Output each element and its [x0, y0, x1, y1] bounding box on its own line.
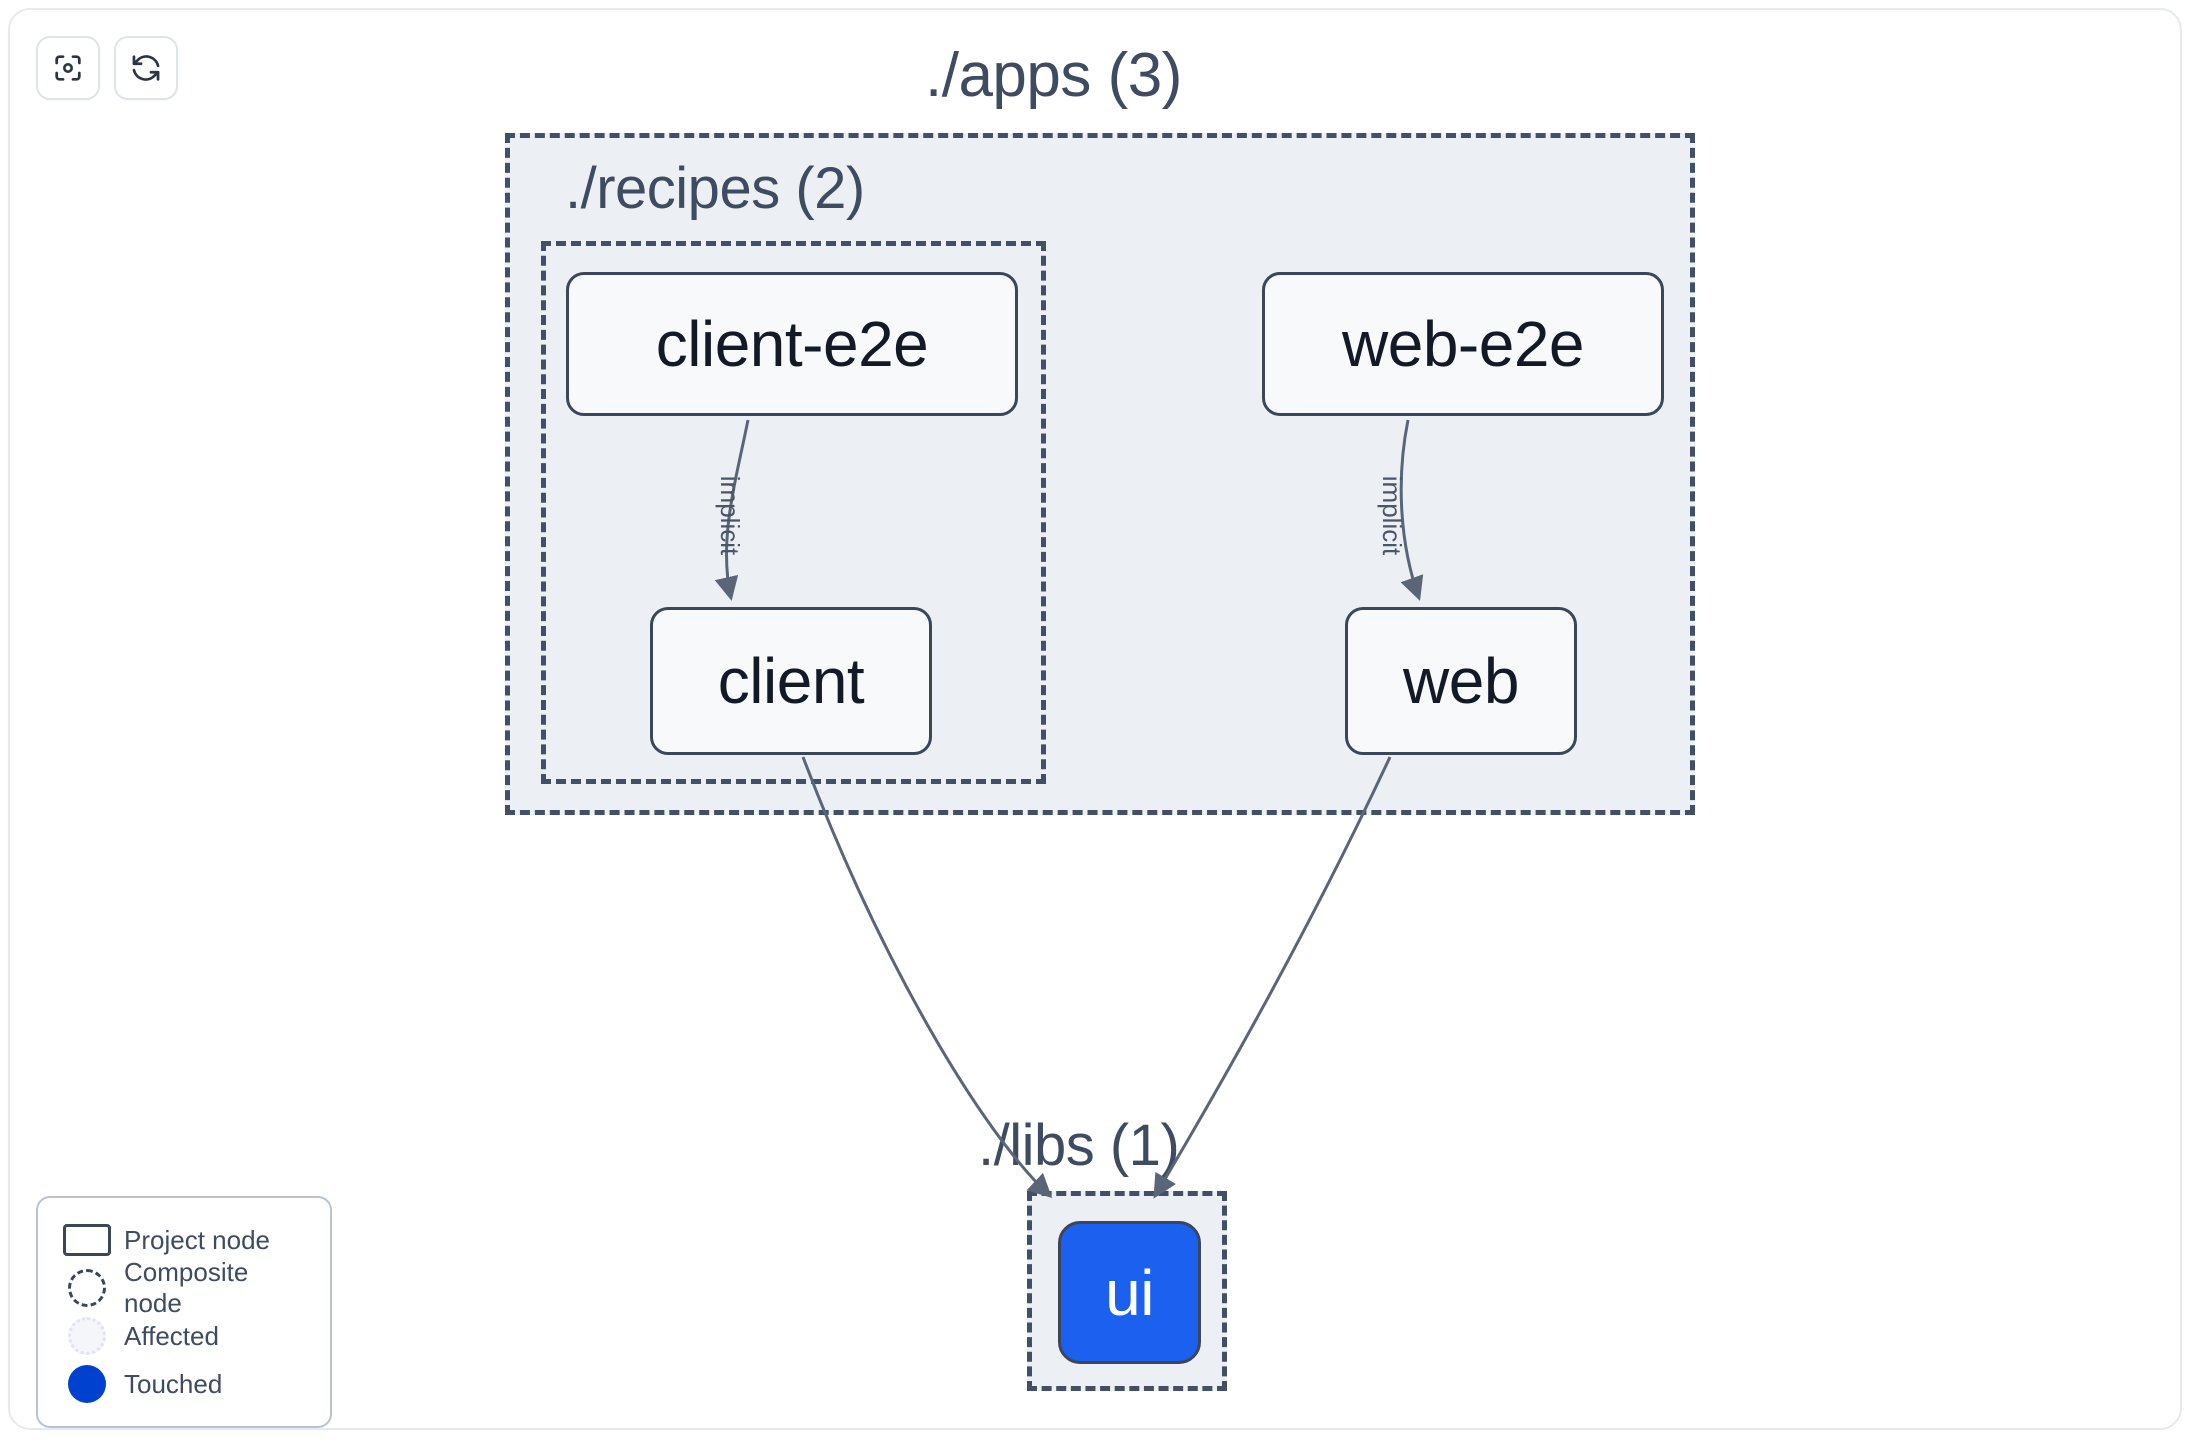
node-label: client-e2e	[655, 308, 929, 380]
legend-label: Touched	[124, 1368, 223, 1399]
legend-label: Project node	[124, 1224, 270, 1255]
affected-glyph	[58, 1317, 116, 1355]
group-label-recipes: ./recipes (2)	[565, 156, 865, 221]
legend-label: Affected	[124, 1320, 219, 1351]
focus-graph-button[interactable]	[36, 36, 100, 100]
edge-client-e2e-to-client	[714, 419, 750, 601]
edge-web-to-ui	[1153, 756, 1392, 1199]
node-label: web-e2e	[1342, 308, 1585, 380]
group-label-apps: ./apps (3)	[925, 41, 1182, 110]
edge-client-to-ui	[801, 756, 1053, 1199]
touched-glyph	[58, 1365, 116, 1403]
group-label-libs: ./libs (1)	[978, 1113, 1180, 1178]
node-label: client	[717, 645, 865, 717]
node-label: web	[1403, 645, 1519, 717]
node-ui[interactable]: ui	[1058, 1221, 1201, 1364]
legend-item-affected: Affected	[58, 1312, 310, 1360]
node-web-e2e[interactable]: web-e2e	[1262, 272, 1664, 416]
project-node-glyph	[58, 1224, 116, 1256]
refresh-icon	[129, 51, 163, 85]
legend-label: Composite node	[124, 1257, 249, 1318]
node-client[interactable]: client	[650, 607, 932, 755]
node-label: ui	[1105, 1256, 1154, 1329]
graph-legend: Project node Composite node Affected Tou…	[36, 1196, 332, 1428]
legend-item-project-node: Project node	[58, 1216, 310, 1264]
legend-item-composite-node: Composite node	[58, 1257, 310, 1318]
refresh-graph-button[interactable]	[114, 36, 178, 100]
focus-target-icon	[51, 51, 85, 85]
node-web[interactable]: web	[1345, 607, 1577, 755]
node-client-e2e[interactable]: client-e2e	[566, 272, 1018, 416]
graph-toolbar	[36, 36, 178, 100]
edge-web-e2e-to-web	[1399, 419, 1424, 601]
composite-node-glyph	[58, 1269, 116, 1307]
legend-item-touched: Touched	[58, 1360, 310, 1408]
